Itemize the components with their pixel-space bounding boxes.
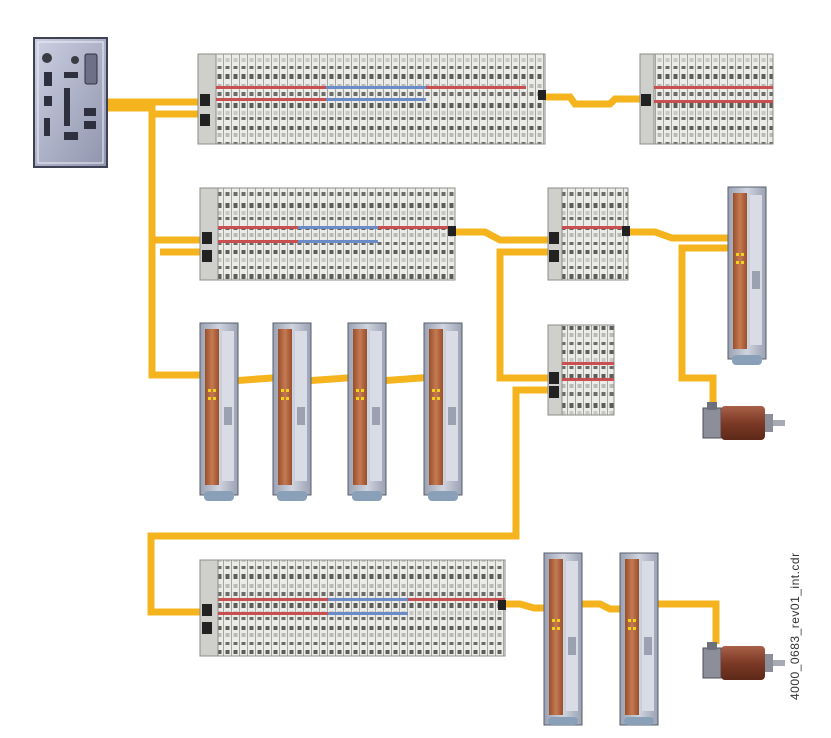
terminal-block-1 (198, 54, 546, 144)
cable-drive-6-to-drive-7 (582, 604, 622, 609)
terminal-block-5 (548, 325, 614, 415)
cable-terminal-1-to-terminal-3 (545, 97, 640, 104)
terminal-block-4 (548, 188, 630, 280)
cable-terminal-4-to-drive-5 (628, 232, 728, 238)
servo-drive-6 (544, 553, 582, 725)
servo-motor-2 (703, 642, 785, 680)
cable-drive-7-to-motor-2 (658, 604, 716, 644)
cable-controller-to-terminal-1-b (107, 108, 198, 114)
embedded-pc-icon (34, 38, 107, 167)
terminal-block-6 (200, 560, 506, 656)
cable-left-trunk (152, 114, 200, 375)
servo-drive-4 (424, 323, 462, 501)
servo-drive-1 (200, 323, 238, 501)
terminal-block-3 (640, 54, 773, 144)
terminal-block-2 (200, 188, 456, 280)
cable-terminal-2-to-terminal-5 (500, 252, 548, 378)
servo-drive-2 (273, 323, 311, 501)
cable-drive-5-to-motor-1 (682, 248, 728, 405)
servo-drive-5 (728, 187, 766, 365)
servo-drive-7 (620, 553, 658, 725)
cable-terminal-6-to-drives (505, 604, 546, 608)
cable-terminal-2-to-terminal-4 (455, 232, 548, 240)
servo-motor-1 (703, 402, 785, 440)
document-code-label: 4000_0683_rev01_int.cdr (788, 552, 802, 700)
servo-drive-3 (348, 323, 386, 501)
